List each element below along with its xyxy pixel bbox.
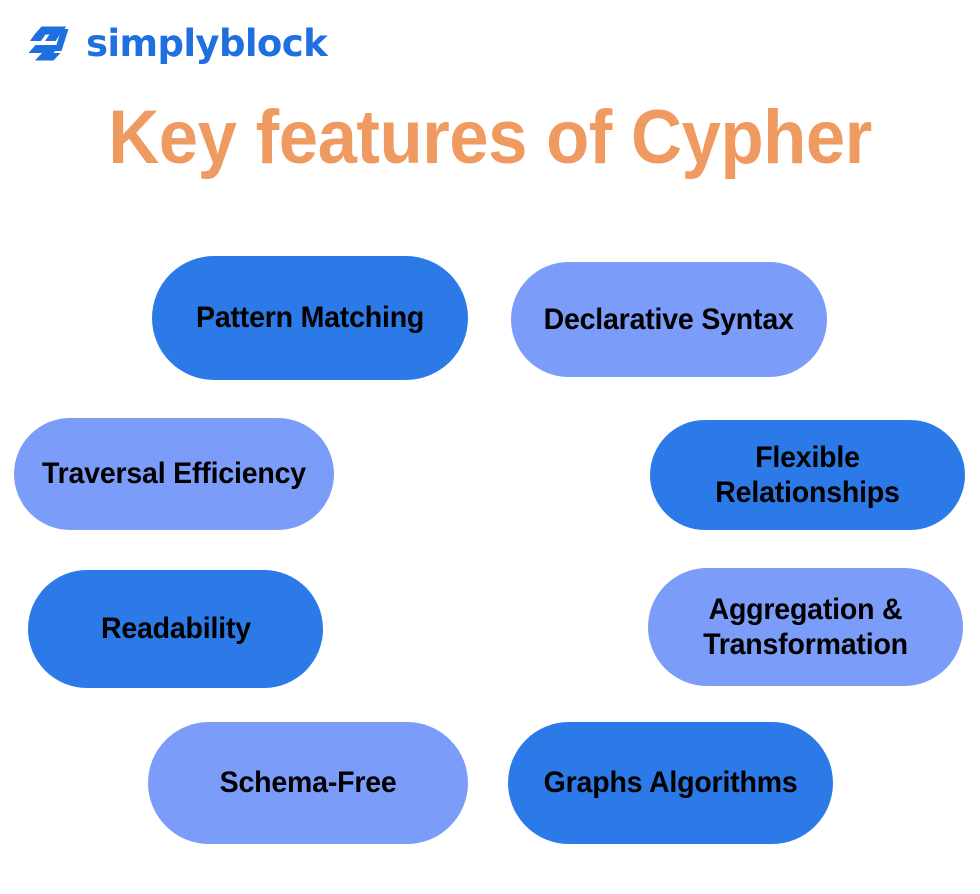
- feature-pill[interactable]: Pattern Matching: [152, 256, 468, 380]
- feature-pill[interactable]: Graphs Algorithms: [508, 722, 833, 844]
- feature-pill[interactable]: Flexible Relationships: [650, 420, 965, 530]
- feature-pill[interactable]: Schema-Free: [148, 722, 468, 844]
- brand-header: simplyblock: [28, 20, 328, 66]
- feature-pill[interactable]: Readability: [28, 570, 323, 688]
- feature-pill-label: Graphs Algorithms: [543, 766, 798, 800]
- page-title: Key features of Cypher: [108, 95, 872, 180]
- feature-pill-label: Schema-Free: [219, 766, 397, 800]
- feature-pill-label: Flexible Relationships: [715, 440, 900, 509]
- brand-wordmark: simplyblock: [86, 21, 328, 65]
- feature-pill-label: Declarative Syntax: [543, 302, 795, 336]
- simplyblock-logo-icon: [28, 20, 74, 66]
- feature-pill[interactable]: Declarative Syntax: [511, 262, 827, 377]
- feature-pill-label: Aggregation & Transformation: [703, 592, 908, 661]
- feature-pill-label: Readability: [100, 612, 251, 646]
- feature-pill[interactable]: Traversal Efficiency: [14, 418, 334, 530]
- feature-pill-label: Traversal Efficiency: [42, 457, 306, 491]
- feature-pill-label: Pattern Matching: [195, 301, 425, 335]
- feature-pill[interactable]: Aggregation & Transformation: [648, 568, 963, 686]
